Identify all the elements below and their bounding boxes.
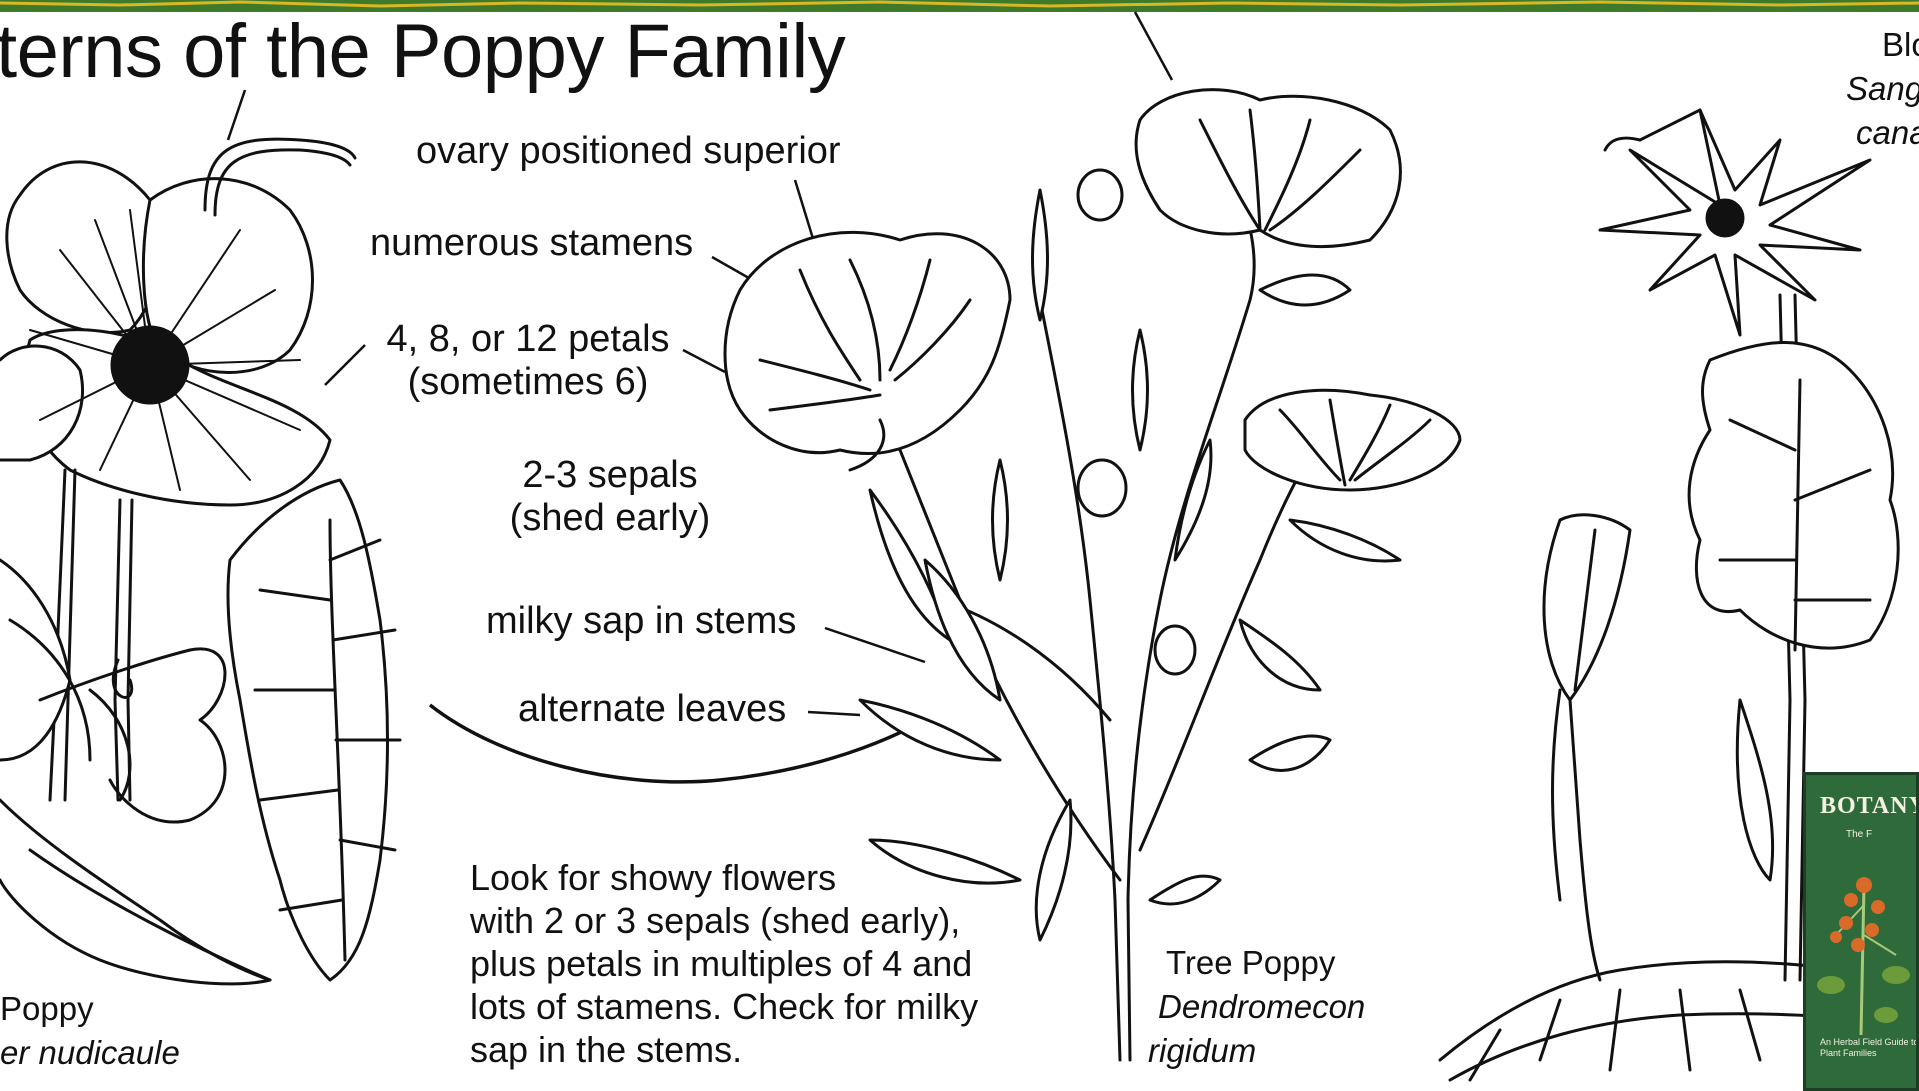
description-line: sap in the stems. xyxy=(470,1028,1070,1071)
label-sepals: 2-3 sepals (shed early) xyxy=(490,454,730,540)
caption-left-latin: er nudicaule xyxy=(0,1034,180,1072)
book-title: BOTANY xyxy=(1820,793,1919,820)
label-petals-line2: (sometimes 6) xyxy=(378,361,678,404)
book-cover-thumbnail[interactable]: BOTANY The F An Herbal Field Guide to Pl… xyxy=(1803,772,1919,1091)
caption-right-common: Blo xyxy=(1882,26,1919,64)
book-cover-plant-art xyxy=(1806,845,1919,1045)
label-sepals-line1: 2-3 sepals xyxy=(490,454,730,497)
caption-tree-common: Tree Poppy xyxy=(1166,944,1335,982)
caption-left-common: Poppy xyxy=(0,990,94,1028)
book-subtitle: The F xyxy=(1846,829,1872,840)
book-footer: An Herbal Field Guide to Plant Families xyxy=(1820,1037,1919,1059)
label-petals-line1: 4, 8, or 12 petals xyxy=(378,318,678,361)
label-numerous-stamens: numerous stamens xyxy=(370,222,693,265)
label-alternate-leaves: alternate leaves xyxy=(518,688,786,731)
caption-tree-latin-1: Dendromecon xyxy=(1158,988,1365,1026)
description-line: Look for showy flowers xyxy=(470,856,1070,899)
label-petals: 4, 8, or 12 petals (sometimes 6) xyxy=(378,318,678,404)
description-text: Look for showy flowers with 2 or 3 sepal… xyxy=(470,856,1070,1071)
description-line: lots of stamens. Check for milky xyxy=(470,985,1070,1028)
caption-right-latin-1: Sang xyxy=(1846,70,1919,108)
description-line: with 2 or 3 sepals (shed early), xyxy=(470,899,1070,942)
page-title: terns of the Poppy Family xyxy=(0,8,845,95)
caption-tree-latin-2: rigidum xyxy=(1148,1032,1256,1070)
description-line: plus petals in multiples of 4 and xyxy=(470,942,1070,985)
label-sepals-line2: (shed early) xyxy=(490,497,730,540)
label-milky-sap: milky sap in stems xyxy=(486,600,796,643)
label-ovary-superior: ovary positioned superior xyxy=(416,130,841,173)
iceland-poppy-drawing xyxy=(0,139,400,984)
caption-right-latin-2: cana xyxy=(1856,114,1919,152)
